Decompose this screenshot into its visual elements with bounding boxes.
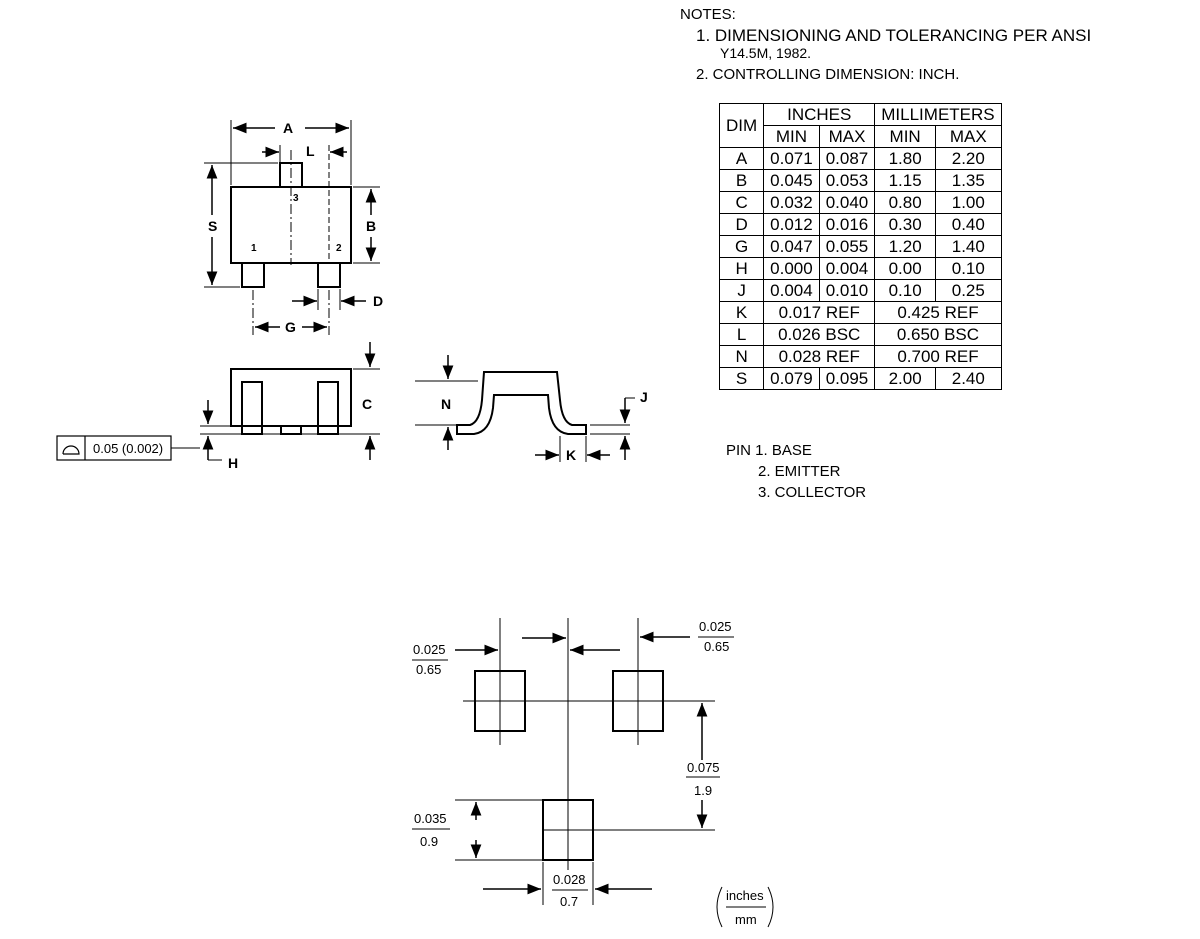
pin-1: PIN 1. BASE xyxy=(726,442,812,459)
cell-mm_min: 0.80 xyxy=(874,191,936,214)
cell-mm_max: 1.35 xyxy=(934,169,1002,192)
cell-mm_ref: 0.700 REF xyxy=(874,345,1002,368)
note-2: 2. CONTROLLING DIMENSION: INCH. xyxy=(696,66,960,83)
flatness-value: 0.05 (0.002) xyxy=(93,441,163,456)
cell-mm_min: 1.80 xyxy=(874,147,936,170)
cell-dim: N xyxy=(718,345,765,368)
cell-mm_max: 2.40 xyxy=(934,367,1002,390)
fp-vertical-mm: 1.9 xyxy=(694,783,712,798)
cell-dim: C xyxy=(718,191,765,214)
pin-number-2: 2 xyxy=(336,243,342,254)
cell-in_ref: 0.028 REF xyxy=(763,345,876,368)
label-L: L xyxy=(306,143,315,159)
fp-left-mm: 0.65 xyxy=(416,662,441,677)
pin-list: PIN 1. BASE 2. EMITTER 3. COLLECTOR xyxy=(726,440,866,503)
fp-left-inches: 0.025 xyxy=(413,642,446,657)
cell-in_min: 0.047 xyxy=(763,235,820,258)
label-A: A xyxy=(283,120,293,136)
label-B: B xyxy=(366,218,376,234)
label-S: S xyxy=(208,218,217,234)
fp-right-inches: 0.025 xyxy=(699,619,732,634)
cell-mm_max: 1.40 xyxy=(934,235,1002,258)
cell-mm_max: 0.25 xyxy=(934,279,1002,302)
cell-in_min: 0.032 xyxy=(763,191,820,214)
unit-inches: inches xyxy=(726,888,764,903)
inches-max-header: MAX xyxy=(818,125,876,148)
label-D: D xyxy=(373,293,383,309)
cell-mm_min: 1.15 xyxy=(874,169,936,192)
label-J: J xyxy=(640,389,648,405)
label-N: N xyxy=(441,396,451,412)
fp-pad-width-inches: 0.028 xyxy=(553,872,586,887)
fp-right-mm: 0.65 xyxy=(704,639,729,654)
pin-number-3: 3 xyxy=(293,193,299,204)
cell-in_min: 0.000 xyxy=(763,257,820,280)
fp-pad-width-mm: 0.7 xyxy=(560,894,578,909)
fp-pad-height-inches: 0.035 xyxy=(414,811,447,826)
label-C: C xyxy=(362,396,372,412)
cell-dim: S xyxy=(718,367,765,390)
pin-2-lead xyxy=(317,262,341,288)
note-1-line-2: Y14.5M, 1982. xyxy=(720,45,812,61)
notes-block: NOTES: 1. DIMENSIONING AND TOLERANCING P… xyxy=(680,4,1091,85)
note-1-line-1: 1. DIMENSIONING AND TOLERANCING PER ANSI xyxy=(696,26,1092,45)
unit-mm: mm xyxy=(735,912,757,927)
fp-vertical-inches: 0.075 xyxy=(687,760,720,775)
cell-in_max: 0.053 xyxy=(818,169,876,192)
label-H: H xyxy=(228,455,238,471)
mm-max-header: MAX xyxy=(934,125,1002,148)
cell-mm_max: 0.40 xyxy=(934,213,1002,236)
cell-in_min: 0.045 xyxy=(763,169,820,192)
cell-mm_min: 2.00 xyxy=(874,367,936,390)
package-side-profile xyxy=(456,371,587,435)
pin-number-1: 1 xyxy=(251,243,257,254)
cell-mm_ref: 0.650 BSC xyxy=(874,323,1002,346)
notes-heading: NOTES: xyxy=(680,6,736,23)
package-body-front-view xyxy=(230,368,352,427)
pin-3: 3. COLLECTOR xyxy=(758,484,867,501)
fp-pad-height-mm: 0.9 xyxy=(420,834,438,849)
cell-dim: A xyxy=(718,147,765,170)
cell-dim: H xyxy=(718,257,765,280)
label-K: K xyxy=(566,447,576,463)
cell-mm_ref: 0.425 REF xyxy=(874,301,1002,324)
pin-1-lead xyxy=(241,262,265,288)
cell-mm_min: 0.30 xyxy=(874,213,936,236)
dimension-table: DIM INCHES MILLIMETERS MIN MAX MIN MAX A… xyxy=(718,103,1002,390)
cell-in_min: 0.079 xyxy=(763,367,820,390)
pin-2: 2. EMITTER xyxy=(758,463,841,480)
cell-in_max: 0.055 xyxy=(818,235,876,258)
cell-dim: G xyxy=(718,235,765,258)
cell-in_max: 0.016 xyxy=(818,213,876,236)
dim-header: DIM xyxy=(718,103,765,148)
label-G: G xyxy=(285,319,296,335)
cell-in_ref: 0.017 REF xyxy=(763,301,876,324)
cell-mm_min: 0.00 xyxy=(874,257,936,280)
